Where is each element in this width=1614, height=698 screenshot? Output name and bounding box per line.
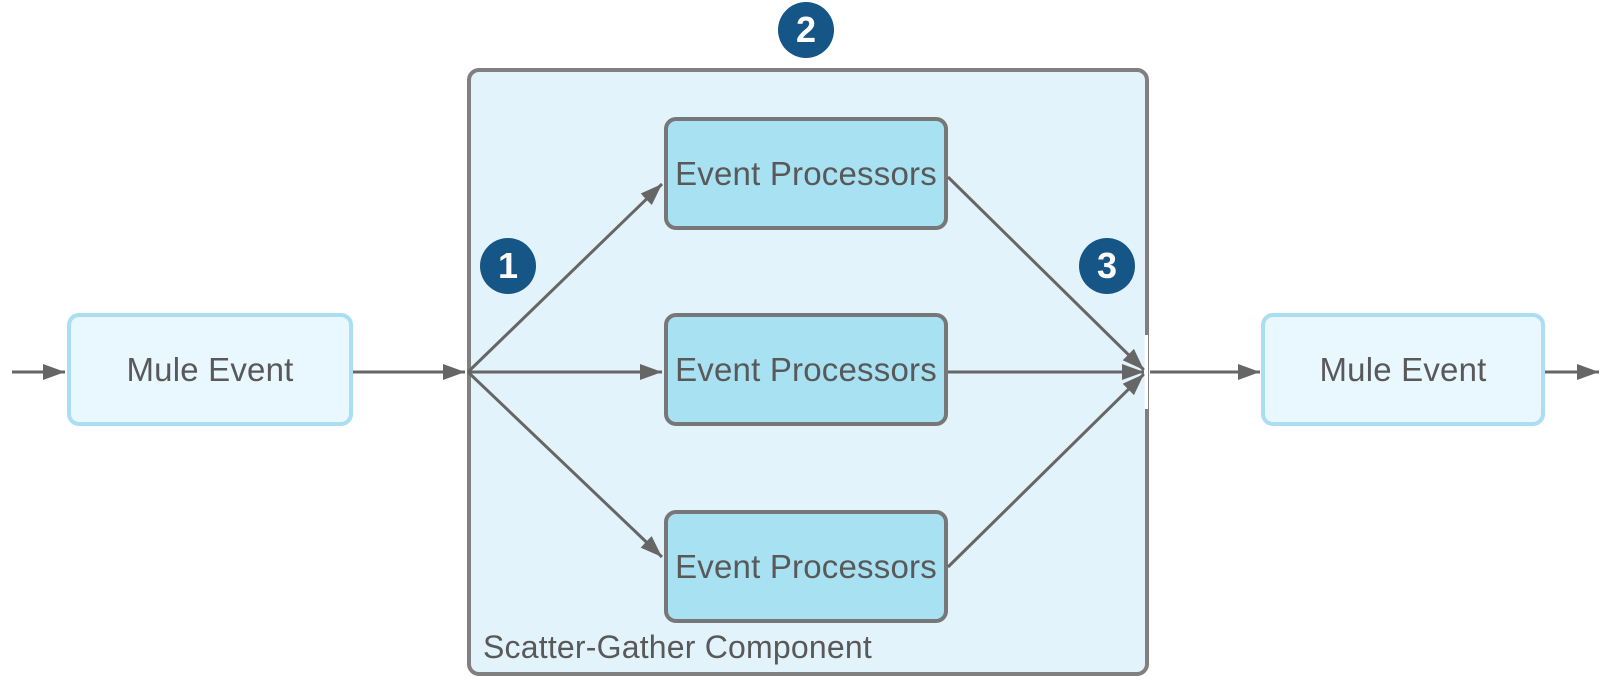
- step-badge-1-number: 1: [497, 245, 519, 286]
- mule-event-box-output: Mule Event: [1261, 313, 1545, 426]
- event-processors-bottom-label: Event Processors: [675, 547, 937, 585]
- event-processors-box-bottom: Event Processors: [664, 510, 948, 623]
- step-badge-2-number: 2: [795, 9, 817, 50]
- mule-event-input-label: Mule Event: [126, 350, 294, 388]
- event-processors-middle-label: Event Processors: [675, 350, 937, 388]
- step-badge-3-number: 3: [1096, 245, 1118, 286]
- step-badge-3: 3: [1079, 238, 1135, 294]
- step-badge-2: 2: [778, 2, 834, 58]
- event-processors-box-top: Event Processors: [664, 117, 948, 230]
- scatter-gather-label: Scatter-Gather Component: [483, 629, 872, 665]
- mule-event-box-input: Mule Event: [67, 313, 353, 426]
- event-processors-top-label: Event Processors: [675, 154, 937, 192]
- event-processors-box-middle: Event Processors: [664, 313, 948, 426]
- mule-event-output-label: Mule Event: [1319, 350, 1487, 388]
- step-badge-1: 1: [480, 238, 536, 294]
